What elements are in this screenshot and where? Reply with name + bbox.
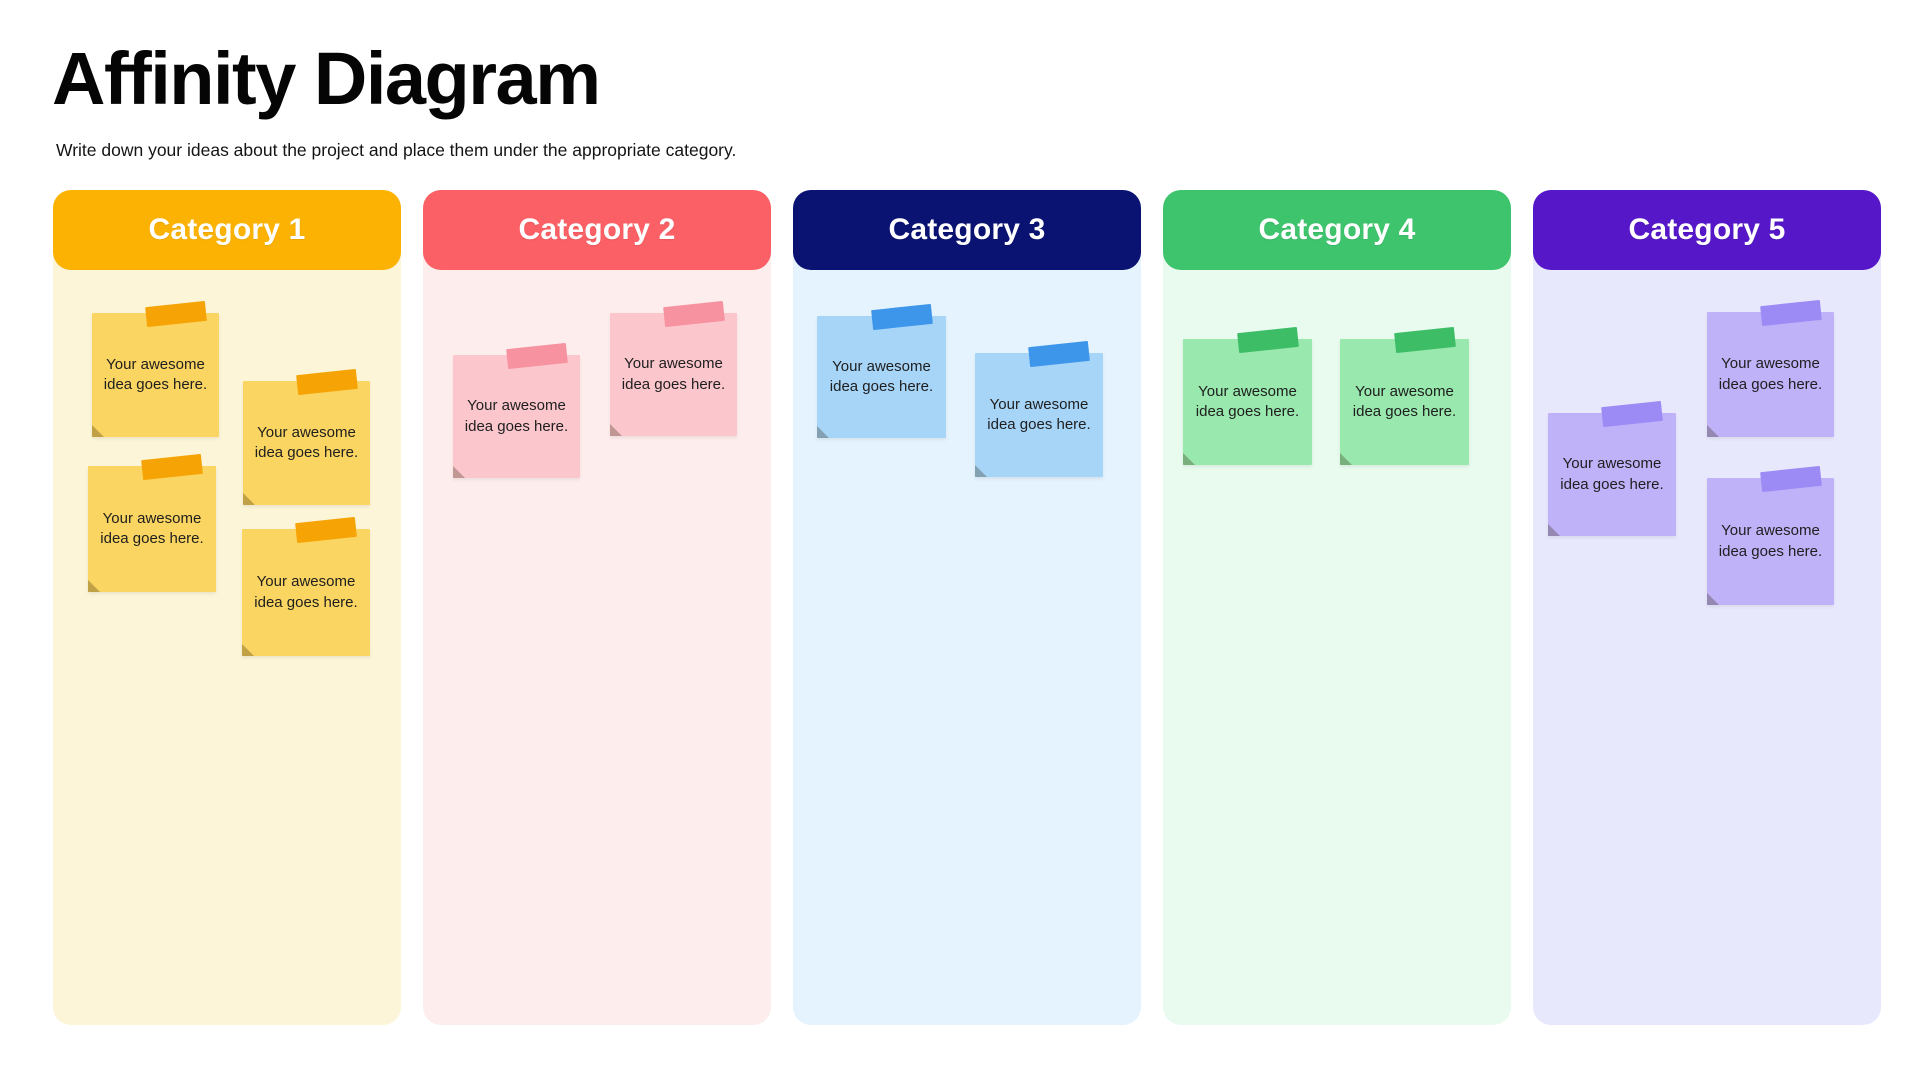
category-column-body-4 bbox=[1163, 190, 1511, 1025]
sticky-note-text: Your awesome idea goes here. bbox=[1718, 355, 1823, 393]
sticky-note-text: Your awesome idea goes here. bbox=[1718, 522, 1823, 560]
sticky-note[interactable]: Your awesome idea goes here. bbox=[1183, 326, 1312, 465]
category-header-5[interactable]: Category 5 bbox=[1533, 190, 1881, 270]
category-header-label: Category 5 bbox=[1628, 213, 1786, 246]
sticky-note-text: Your awesome idea goes here. bbox=[1560, 455, 1664, 493]
sticky-note-text: Your awesome idea goes here. bbox=[254, 423, 359, 461]
page-title: Affinity Diagram bbox=[52, 37, 601, 120]
category-column-5: Category 5 Your awesome idea goes here. Yo… bbox=[1533, 190, 1881, 1025]
sticky-note-text: Your awesome idea goes here. bbox=[621, 355, 726, 393]
category-header-2[interactable]: Category 2 bbox=[423, 190, 771, 270]
category-header-4[interactable]: Category 4 bbox=[1163, 190, 1511, 270]
category-header-3[interactable]: Category 3 bbox=[793, 190, 1141, 270]
sticky-note-text: Your awesome idea goes here. bbox=[100, 509, 204, 547]
page-subtitle: Write down your ideas about the project … bbox=[56, 140, 737, 160]
sticky-note-text: Your awesome idea goes here. bbox=[829, 357, 934, 395]
category-header-label: Category 1 bbox=[148, 213, 306, 246]
sticky-note[interactable]: Your awesome idea goes here. bbox=[817, 303, 946, 438]
sticky-note-text: Your awesome idea goes here. bbox=[254, 573, 358, 611]
sticky-note[interactable]: Your awesome idea goes here. bbox=[92, 300, 219, 437]
sticky-note[interactable]: Your awesome idea goes here. bbox=[1340, 326, 1469, 465]
sticky-note-text: Your awesome idea goes here. bbox=[464, 397, 569, 435]
sticky-note[interactable]: Your awesome idea goes here. bbox=[1707, 299, 1834, 437]
category-column-2: Category 2 Your awesome idea goes here. Yo… bbox=[423, 190, 771, 1025]
category-header-label: Category 3 bbox=[888, 213, 1046, 246]
sticky-note[interactable]: Your awesome idea goes here. bbox=[88, 453, 216, 592]
sticky-note[interactable]: Your awesome idea goes here. bbox=[243, 368, 370, 505]
sticky-note[interactable]: Your awesome idea goes here. bbox=[453, 342, 580, 478]
category-column-3: Category 3 Your awesome idea goes here. Yo… bbox=[793, 190, 1141, 1025]
category-header-1[interactable]: Category 1 bbox=[53, 190, 401, 270]
sticky-note-text: Your awesome idea goes here. bbox=[987, 395, 1091, 433]
category-column-4: Category 4 Your awesome idea goes here. Yo… bbox=[1163, 190, 1511, 1025]
board: Category 1 Your awesome idea goes here. Yo… bbox=[53, 190, 1881, 1025]
sticky-note-text: Your awesome idea goes here. bbox=[1195, 382, 1300, 420]
sticky-note-text: Your awesome idea goes here. bbox=[103, 355, 208, 393]
sticky-note[interactable]: Your awesome idea goes here. bbox=[1707, 465, 1834, 605]
sticky-note-text: Your awesome idea goes here. bbox=[1352, 382, 1457, 420]
category-header-label: Category 4 bbox=[1258, 213, 1416, 246]
sticky-note[interactable]: Your awesome idea goes here. bbox=[975, 340, 1103, 477]
category-column-1: Category 1 Your awesome idea goes here. Yo… bbox=[53, 190, 401, 1025]
category-header-label: Category 2 bbox=[518, 213, 676, 246]
sticky-note[interactable]: Your awesome idea goes here. bbox=[1548, 400, 1676, 536]
sticky-note[interactable]: Your awesome idea goes here. bbox=[610, 300, 737, 436]
sticky-note[interactable]: Your awesome idea goes here. bbox=[242, 516, 370, 656]
